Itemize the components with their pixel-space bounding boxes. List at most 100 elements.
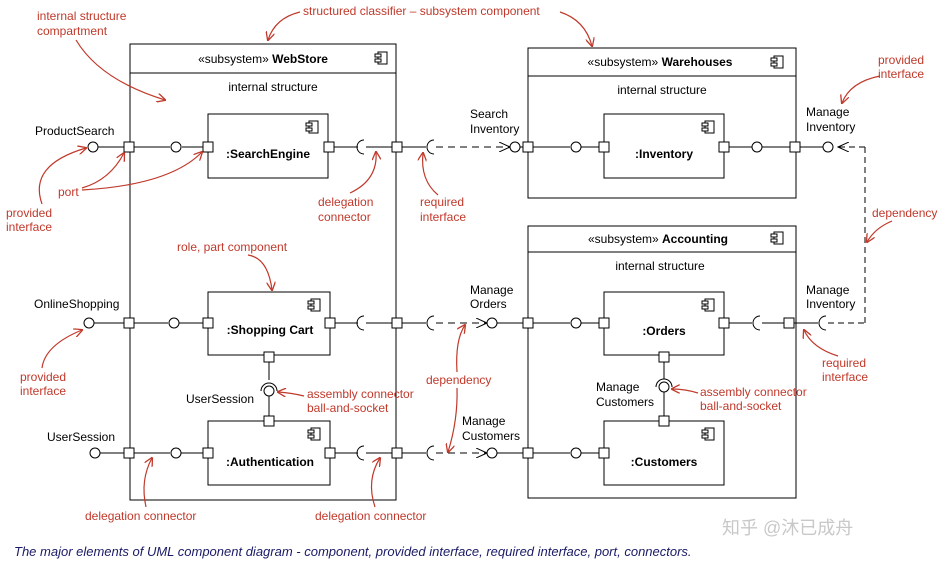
arrow-dependency-right — [867, 220, 893, 242]
annotation-internal-structure-compartment: internal structure compartment — [37, 9, 130, 38]
search-engine-component[interactable]: :SearchEngine — [207, 113, 329, 179]
arrow-required-interface-2 — [804, 330, 839, 357]
assembly-connector-accounting — [655, 351, 673, 427]
arrow-port-1 — [81, 153, 124, 189]
annotation-dependency-right: dependency — [872, 206, 937, 220]
inventory-component[interactable]: :Inventory — [603, 113, 725, 179]
interface-label-manage-inventory-mid: Manage Inventory — [806, 283, 855, 311]
search-engine-label: :SearchEngine — [226, 147, 310, 161]
provided-interface-ball — [570, 141, 582, 153]
provided-interface-ball — [822, 141, 834, 153]
port — [324, 317, 336, 329]
port — [391, 317, 403, 329]
port — [123, 141, 135, 153]
figure-caption: The major elements of UML component diag… — [14, 544, 692, 559]
interface-label-manage-orders: Manage Orders — [470, 283, 517, 311]
required-interface-socket — [260, 382, 278, 392]
arrow-provided-interface-top — [842, 75, 881, 103]
annotation-provided-interface-left2: provided interface — [20, 370, 69, 398]
annotation-provided-interface-top: provided interface — [878, 53, 927, 81]
provided-interface-ball — [168, 317, 180, 329]
warehouses-title: «subsystem» Warehouses — [588, 55, 733, 69]
port — [789, 141, 801, 153]
provided-interface-ball — [83, 317, 95, 329]
arrow-dependency-mid-down — [448, 387, 458, 452]
provided-interface-ball — [89, 447, 101, 459]
arrow-structured-classifier-right — [559, 11, 592, 46]
row-shopping — [83, 315, 865, 331]
provided-interface-ball — [751, 141, 763, 153]
port — [522, 447, 534, 459]
arrow-delegation-connector-bm — [370, 458, 380, 508]
port — [522, 141, 534, 153]
arrow-delegation-connector-bl — [143, 458, 152, 508]
port — [123, 317, 135, 329]
port — [323, 141, 335, 153]
customers-component[interactable]: :Customers — [603, 420, 725, 486]
provided-interface-ball — [570, 447, 582, 459]
required-interface-socket — [752, 315, 761, 331]
authentication-component[interactable]: :Authentication — [207, 420, 331, 486]
port — [391, 447, 403, 459]
interface-label-manage-customers-accounting: Manage Customers — [596, 380, 654, 409]
provided-interface-ball — [170, 141, 182, 153]
provided-interface-ball — [87, 141, 99, 153]
port — [202, 447, 214, 459]
provided-interface-ball — [263, 385, 275, 397]
annotation-provided-interface-left1: provided interface — [6, 206, 55, 234]
customers-label: :Customers — [631, 455, 698, 469]
arrow-structured-classifier-left — [268, 11, 301, 40]
warehouses-compartment-label: internal structure — [617, 83, 707, 97]
orders-component[interactable]: :Orders — [603, 291, 725, 356]
port — [598, 317, 610, 329]
arrow-role-part — [247, 254, 272, 290]
provided-interface-ball — [486, 447, 498, 459]
webstore-title: «subsystem» WebStore — [198, 52, 328, 66]
required-interface-socket — [426, 445, 435, 461]
required-interface-socket — [818, 315, 827, 331]
arrow-dependency-mid-up — [456, 325, 465, 373]
port — [522, 317, 534, 329]
arrow-provided-interface-left2 — [41, 330, 82, 369]
provided-interface-ball — [486, 317, 498, 329]
port — [658, 351, 670, 363]
row-authentication — [89, 445, 610, 461]
port — [263, 415, 275, 427]
required-interface-socket — [426, 315, 435, 331]
accounting-compartment-label: internal structure — [615, 259, 705, 273]
annotation-assembly-accounting: assembly connector ball-and-socket — [700, 385, 810, 413]
required-interface-socket — [356, 315, 365, 331]
port — [598, 447, 610, 459]
port — [598, 141, 610, 153]
arrow-required-interface-1 — [423, 153, 439, 196]
arrow-provided-interface-left1 — [38, 148, 86, 205]
annotation-required-interface-1: required interface — [420, 195, 467, 224]
provided-interface-ball — [658, 381, 670, 393]
annotation-required-interface-2: required interface — [822, 356, 869, 384]
annotation-port: port — [58, 185, 79, 199]
webstore-compartment-label: internal structure — [228, 80, 318, 94]
orders-label: :Orders — [642, 324, 686, 338]
port — [324, 447, 336, 459]
annotation-delegation-connector-1: delegation connector — [318, 195, 377, 224]
watermark: 知乎 @沐已成舟 — [722, 518, 853, 538]
arrow-assembly-accounting — [672, 389, 699, 394]
interface-label-user-session-outer: UserSession — [47, 430, 115, 444]
interface-label-product-search: ProductSearch — [35, 124, 114, 138]
required-interface-socket — [655, 378, 673, 388]
port — [658, 415, 670, 427]
provided-interface-ball — [170, 447, 182, 459]
annotation-delegation-connector-bottom-left: delegation connector — [85, 509, 196, 523]
port — [783, 317, 795, 329]
annotation-assembly-webstore: assembly connector ball-and-socket — [307, 387, 417, 415]
provided-interface-ball — [509, 141, 521, 153]
required-interface-socket — [426, 139, 435, 155]
port — [391, 141, 403, 153]
annotation-dependency-mid: dependency — [426, 373, 491, 387]
shopping-cart-component[interactable]: :Shopping Cart — [207, 291, 331, 356]
required-interface-socket — [356, 445, 365, 461]
accounting-title: «subsystem» Accounting — [588, 232, 728, 246]
interface-label-online-shopping: OnlineShopping — [34, 297, 119, 311]
arrow-port-2 — [81, 152, 202, 191]
